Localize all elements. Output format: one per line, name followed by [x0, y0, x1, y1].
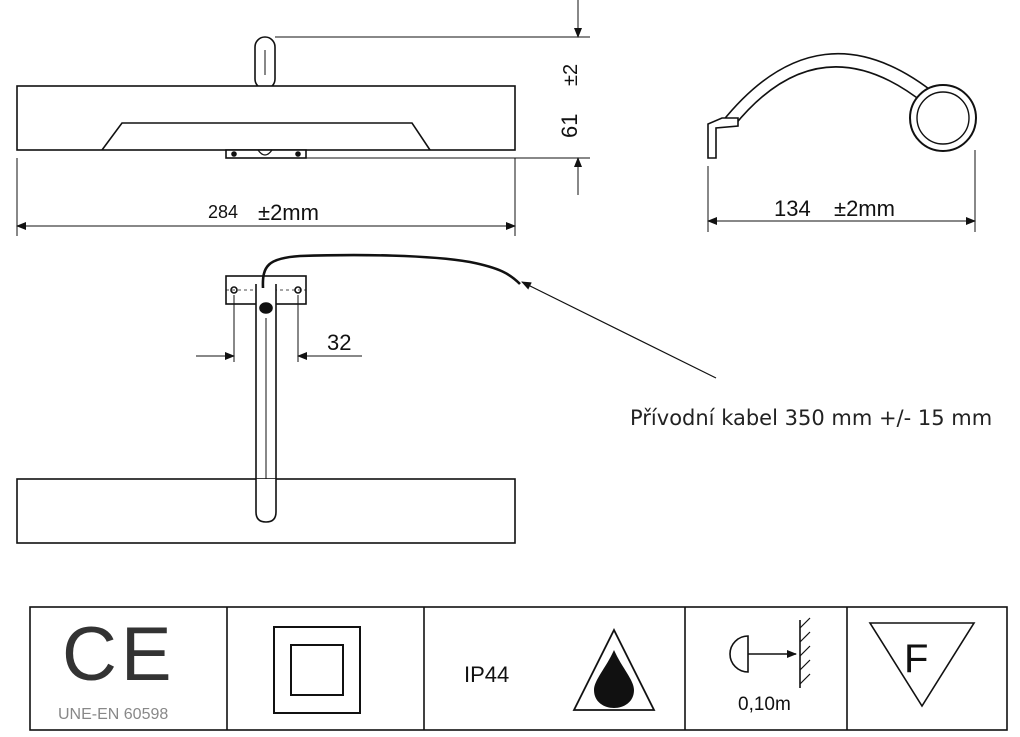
min-distance: 0,10m — [738, 694, 791, 715]
height-value: 61 — [557, 114, 582, 138]
depth-tolerance: ±2mm — [834, 196, 895, 221]
top-view — [16, 275, 516, 544]
cable — [261, 253, 717, 379]
standard-text: UNE-EN 60598 — [58, 706, 168, 723]
reflector-outline — [101, 122, 431, 151]
ip-rating: IP44 — [464, 662, 509, 687]
bracket-front — [225, 149, 307, 159]
height-tolerance: ±2 — [560, 64, 582, 86]
lamp-distance-icon — [729, 617, 811, 688]
height-dimension — [275, 0, 590, 195]
head-inner — [916, 91, 970, 145]
width-value: 284 — [208, 202, 238, 222]
wall-bracket — [707, 117, 739, 159]
arm-inner — [733, 66, 926, 127]
width-tolerance: ±2mm — [258, 200, 319, 225]
cable-length-label: Přívodní kabel 350 mm +/- 15 mm — [630, 406, 993, 430]
certification-strip — [29, 606, 1008, 731]
lamp-body-front — [16, 85, 516, 151]
arm-outer — [721, 53, 939, 123]
double-insulation-icon — [273, 626, 361, 714]
mount-spacing-dimension — [196, 295, 362, 362]
width-dimension — [16, 158, 516, 236]
side-view — [707, 53, 977, 159]
f-mark: F — [904, 637, 928, 681]
ce-mark-icon: CE — [62, 612, 176, 697]
front-view — [16, 36, 516, 159]
water-drop-icon — [572, 627, 656, 711]
f-triangle-icon: F — [868, 622, 976, 708]
depth-dimension — [707, 150, 976, 232]
mount-spacing-value: 32 — [327, 330, 351, 355]
depth-value: 134 — [774, 196, 811, 221]
